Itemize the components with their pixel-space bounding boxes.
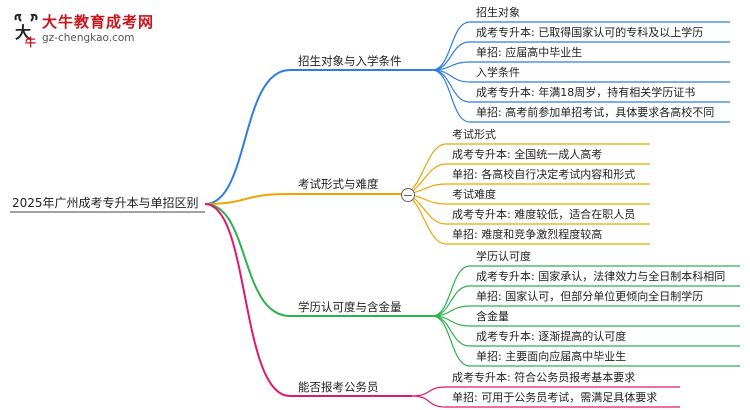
root-connector-3 — [204, 203, 291, 317]
branch-admission[interactable]: 招生对象与入学条件 — [298, 54, 402, 68]
root-connector-2 — [204, 193, 291, 205]
leaf-connector-1-6 — [431, 69, 471, 123]
svg-text:大: 大 — [15, 23, 31, 42]
branch-civil-service[interactable]: 能否报考公务员 — [298, 380, 379, 394]
logo-title: 大牛教育成考网 — [42, 13, 155, 31]
leaf-1-6[interactable]: 单招: 高考前参加单招考试，具体要求各高校不同 — [476, 106, 715, 119]
leaf-2-4[interactable]: 考试难度 — [452, 188, 496, 201]
site-logo[interactable]: 大 牛 大牛教育成考网 gz-chengkao.com — [12, 10, 162, 50]
leaf-2-2[interactable]: 成考专升本: 全国统一成人高考 — [452, 148, 603, 161]
leaf-2-6[interactable]: 单招: 难度和竞争激烈程度较高 — [452, 228, 603, 241]
leaf-3-6[interactable]: 单招: 主要面向应届高中毕业生 — [476, 350, 627, 363]
leaf-connector-2-1 — [401, 143, 447, 195]
leaf-1-4[interactable]: 入学条件 — [476, 66, 520, 79]
leaf-2-1[interactable]: 考试形式 — [452, 128, 496, 141]
svg-text:牛: 牛 — [25, 35, 36, 48]
bull-logo-icon: 大 牛 — [14, 13, 38, 48]
leaf-connector-3-6 — [431, 315, 471, 367]
leaf-4-2[interactable]: 单招: 可用于公务员考试，需满足具体要求 — [452, 391, 658, 404]
root-connector-1 — [204, 69, 291, 205]
leaf-2-3[interactable]: 单招: 各高校自行决定考试内容和形式 — [452, 168, 636, 181]
root-topic[interactable]: 2025年广州成考专升本与单招区别 — [12, 196, 199, 210]
leaf-1-5[interactable]: 成考专升本: 年满18周岁，持有相关学历证书 — [476, 86, 696, 99]
leaf-connector-3-1 — [431, 265, 471, 317]
leaf-4-1[interactable]: 成考专升本: 符合公务员报考基本要求 — [452, 371, 636, 384]
leaf-1-2[interactable]: 成考专升本: 已取得国家认可的专科及以上学历 — [476, 26, 704, 39]
leaf-3-1[interactable]: 学历认可度 — [476, 250, 531, 263]
leaf-1-1[interactable]: 招生对象 — [476, 6, 520, 19]
leaf-1-3[interactable]: 单招: 应届高中毕业生 — [476, 46, 583, 59]
root-connector-4 — [204, 203, 291, 397]
branch-recognition[interactable]: 学历认可度与含金量 — [298, 300, 402, 314]
leaf-3-4[interactable]: 含金量 — [476, 310, 509, 323]
leaf-connector-4-1 — [411, 386, 447, 397]
leaf-2-5[interactable]: 成考专升本: 难度较低，适合在职人员 — [452, 208, 636, 221]
leaf-connector-4-2 — [411, 395, 447, 408]
leaf-3-5[interactable]: 成考专升本: 逐渐提高的认可度 — [476, 330, 627, 343]
leaf-3-2[interactable]: 成考专升本: 国家承认，法律效力与全日制本科相同 — [476, 270, 726, 283]
leaf-3-3[interactable]: 单招: 国家认可，但部分单位更倾向全日制学历 — [476, 290, 704, 303]
branch-exam[interactable]: 考试形式与难度 — [298, 177, 379, 191]
collapse-toggle-icon[interactable] — [401, 188, 415, 202]
logo-url: gz-chengkao.com — [42, 32, 135, 44]
